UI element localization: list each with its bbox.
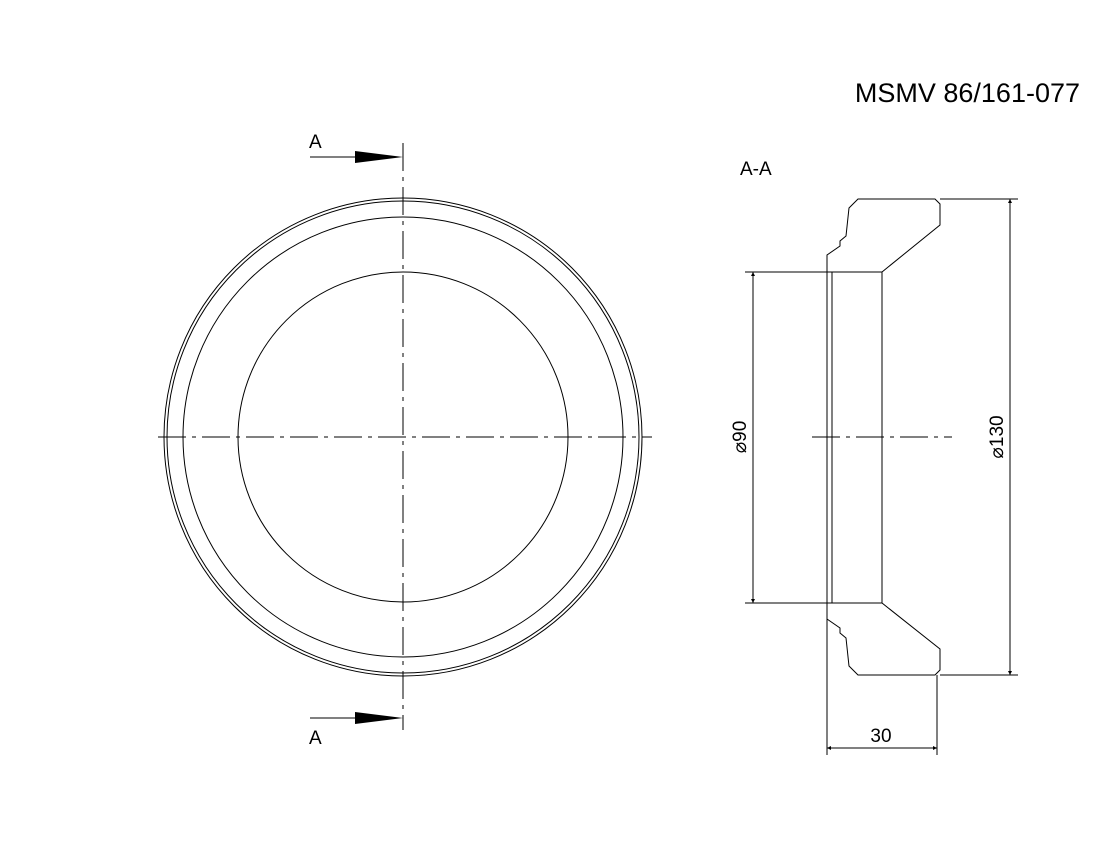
outer-diameter-text: ⌀130 [987, 415, 1008, 458]
section-profile-bottom [826, 602, 941, 676]
section-label: A-A [740, 159, 772, 180]
cut-label-top: A [309, 132, 322, 153]
section-view [812, 198, 952, 676]
section-profile-top [826, 198, 941, 273]
dimension-inner-diameter: ⌀90 [730, 271, 827, 604]
cut-arrow-bottom [355, 712, 403, 724]
inner-diameter-text: ⌀90 [730, 421, 751, 454]
cut-label-bottom: A [309, 728, 322, 749]
dimension-outer-diameter: ⌀130 [940, 198, 1018, 676]
part-number: MSMV 86/161-077 [855, 78, 1080, 108]
width-text: 30 [870, 726, 891, 747]
front-view [158, 143, 652, 730]
section-marker-bottom: A [309, 712, 403, 749]
cut-arrow-top [355, 151, 403, 163]
section-marker-top: A [309, 132, 403, 163]
dimension-width: 30 [826, 603, 938, 755]
